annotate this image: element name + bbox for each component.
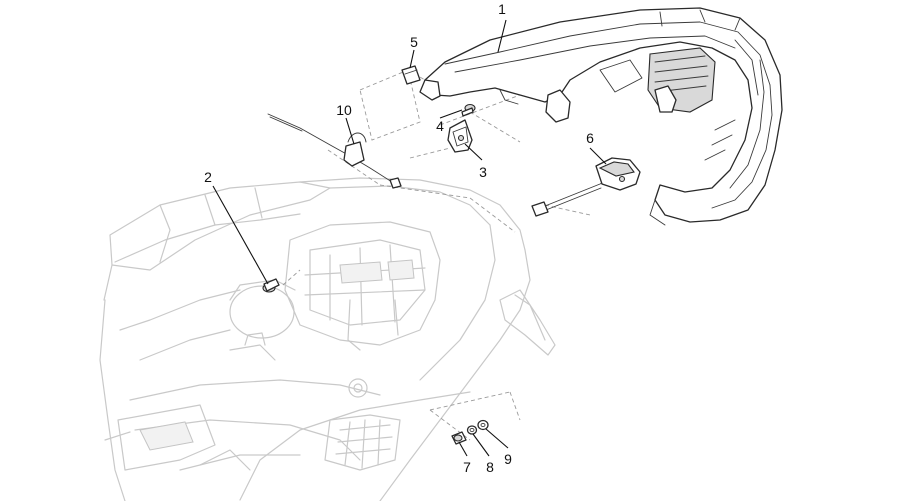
part-3-clip-bracket	[447, 119, 473, 153]
scooter-rear-body-ghost	[99, 177, 556, 501]
part-6-cable-handle	[531, 157, 641, 217]
part-4-screw	[461, 103, 476, 117]
callout-leaders	[212, 19, 607, 457]
callout-2: 2	[204, 169, 212, 185]
callout-1: 1	[498, 1, 506, 17]
part-7-bolt	[451, 431, 467, 445]
part-10-seat-lock-cable	[267, 113, 402, 189]
callout-4: 4	[436, 118, 444, 134]
part-8-spring-washer	[466, 425, 478, 435]
callout-10: 10	[336, 102, 352, 118]
part-2-bolt	[262, 278, 280, 293]
part-1-grab-rail	[419, 7, 783, 226]
callout-6: 6	[586, 130, 594, 146]
callout-7: 7	[463, 459, 471, 475]
callout-labels: 1 5 4 3 6 10 2 7 8 9	[204, 1, 594, 475]
callout-9: 9	[504, 451, 512, 467]
callout-3: 3	[479, 164, 487, 180]
part-5-clip-nut	[401, 65, 421, 85]
assembly-guide-lines	[282, 69, 591, 441]
callout-5: 5	[410, 34, 418, 50]
part-9-washer	[477, 419, 489, 431]
callout-8: 8	[486, 459, 494, 475]
